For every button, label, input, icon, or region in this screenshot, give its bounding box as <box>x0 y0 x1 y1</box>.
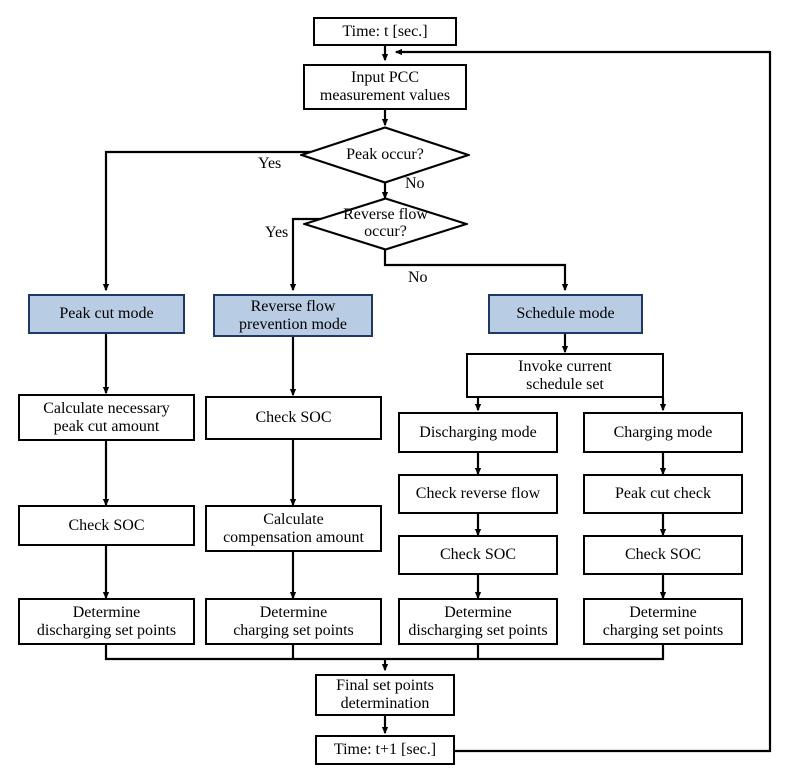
node-peak-cut-check[interactable]: Peak cut check <box>583 474 743 514</box>
node-calculate-necessary-peak-cut-amount-label: Calculate necessary peak cut amount <box>43 399 170 435</box>
node-discharging-mode[interactable]: Discharging mode <box>398 412 558 453</box>
node-peak-cut-mode[interactable]: Peak cut mode <box>28 294 185 334</box>
node-check-soc-discharging[interactable]: Check SOC <box>398 535 558 575</box>
node-time-t-plus-1-label: Time: t+1 [sec.] <box>333 741 437 759</box>
node-invoke-current-schedule-set[interactable]: Invoke current schedule set <box>466 353 664 398</box>
node-schedule-mode[interactable]: Schedule mode <box>488 294 643 334</box>
decision-peak-occur-label: Peak occur? <box>346 145 424 163</box>
edge-label-peak-no: No <box>405 175 425 192</box>
node-determine-charging-set-points-schedule[interactable]: Determine charging set points <box>583 598 743 645</box>
node-check-soc-reverse-flow[interactable]: Check SOC <box>205 396 382 440</box>
node-check-soc-reverse-flow-label: Check SOC <box>255 409 332 427</box>
node-final-set-points-determination-label: Final set points determination <box>336 677 434 712</box>
node-time-t[interactable]: Time: t [sec.] <box>313 17 457 46</box>
node-check-soc-discharging-label: Check SOC <box>440 546 516 564</box>
node-determine-discharging-set-points-schedule[interactable]: Determine discharging set points <box>398 598 558 645</box>
node-peak-cut-check-label: Peak cut check <box>615 485 711 503</box>
node-calculate-necessary-peak-cut-amount[interactable]: Calculate necessary peak cut amount <box>18 394 195 441</box>
decision-reverse-flow-occur-label: Reverse flow occur? <box>343 206 428 240</box>
diamond-shape <box>303 197 468 251</box>
node-reverse-flow-prevention-mode-label: Reverse flow prevention mode <box>239 297 347 333</box>
node-check-reverse-flow-label: Check reverse flow <box>415 485 541 503</box>
node-determine-discharging-set-points-peak-cut-label: Determine discharging set points <box>36 603 177 639</box>
node-input-pcc-label: Input PCC measurement values <box>319 69 451 104</box>
node-check-soc-peak-cut[interactable]: Check SOC <box>18 505 195 546</box>
node-charging-mode[interactable]: Charging mode <box>583 412 743 453</box>
node-determine-discharging-set-points-peak-cut[interactable]: Determine discharging set points <box>18 598 195 645</box>
node-invoke-current-schedule-set-label: Invoke current schedule set <box>518 357 612 393</box>
node-calculate-compensation-amount[interactable]: Calculate compensation amount <box>205 505 382 552</box>
node-determine-discharging-set-points-schedule-label: Determine discharging set points <box>408 603 548 639</box>
edge-label-peak-yes: Yes <box>258 155 282 172</box>
node-determine-charging-set-points-reverse-flow[interactable]: Determine charging set points <box>205 598 382 645</box>
node-time-t-label: Time: t [sec.] <box>342 22 428 40</box>
node-charging-mode-label: Charging mode <box>613 423 713 441</box>
node-discharging-mode-label: Discharging mode <box>419 423 537 441</box>
node-schedule-mode-label: Schedule mode <box>516 305 615 323</box>
node-calculate-compensation-amount-label: Calculate compensation amount <box>223 510 364 546</box>
node-check-soc-charging[interactable]: Check SOC <box>583 535 743 575</box>
decision-peak-occur[interactable]: Peak occur? <box>300 126 470 184</box>
decision-reverse-flow-occur[interactable]: Reverse flow occur? <box>303 197 468 251</box>
diamond-shape <box>300 126 470 184</box>
edge-label-reverse-yes: Yes <box>265 224 289 241</box>
node-check-soc-charging-label: Check SOC <box>625 546 701 564</box>
node-time-t-plus-1[interactable]: Time: t+1 [sec.] <box>315 735 455 765</box>
node-check-reverse-flow[interactable]: Check reverse flow <box>398 474 558 514</box>
node-determine-charging-set-points-reverse-flow-label: Determine charging set points <box>233 603 354 639</box>
node-final-set-points-determination[interactable]: Final set points determination <box>315 674 455 716</box>
node-determine-charging-set-points-schedule-label: Determine charging set points <box>602 603 724 639</box>
node-reverse-flow-prevention-mode[interactable]: Reverse flow prevention mode <box>213 294 373 337</box>
node-peak-cut-mode-label: Peak cut mode <box>59 305 154 323</box>
edge-label-reverse-no: No <box>408 269 428 286</box>
node-check-soc-peak-cut-label: Check SOC <box>68 516 145 534</box>
node-input-pcc[interactable]: Input PCC measurement values <box>303 64 467 110</box>
